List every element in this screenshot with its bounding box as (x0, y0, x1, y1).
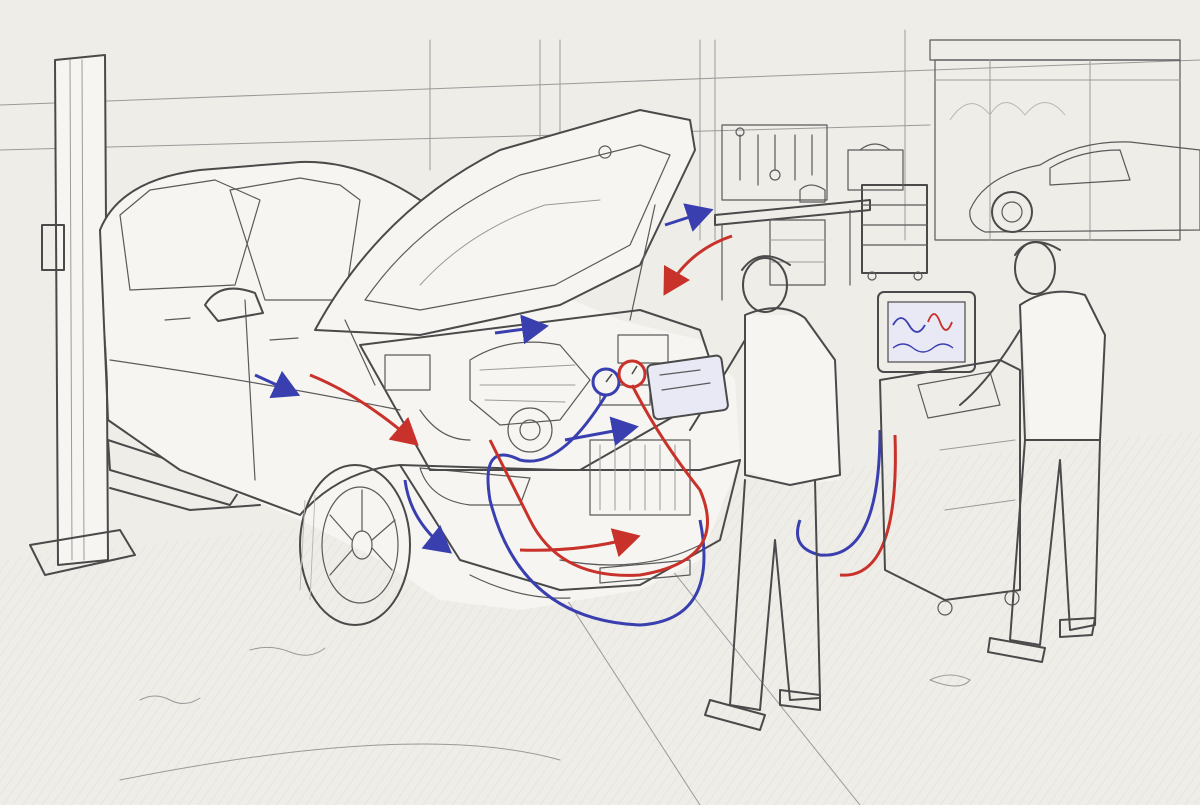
flow-arrows (254, 203, 733, 558)
workbench (714, 184, 871, 301)
hoses (486, 384, 897, 627)
technician-station (959, 241, 1106, 663)
technician-tablet (646, 255, 841, 731)
parked-car (969, 141, 1200, 233)
garage-door (929, 39, 1181, 241)
pegboard (721, 124, 828, 201)
manifold-gauges (591, 359, 651, 406)
tool-chest (847, 143, 928, 281)
floor (0, 429, 1200, 805)
lift-post (29, 54, 136, 576)
back-wall (0, 29, 1200, 241)
open-hood (314, 109, 696, 386)
